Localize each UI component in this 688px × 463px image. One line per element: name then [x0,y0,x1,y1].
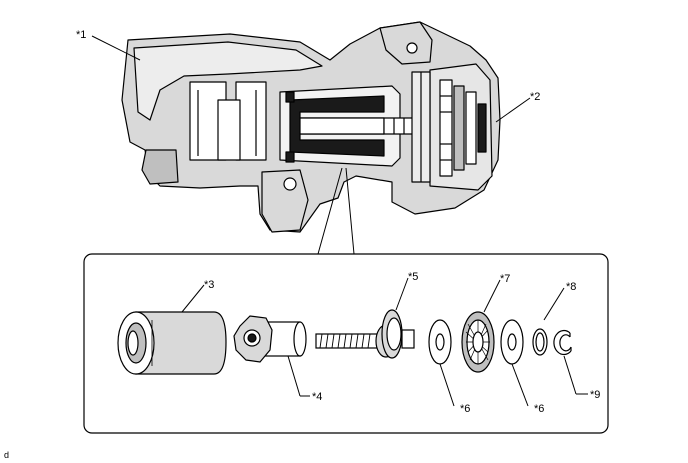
caliper-face [133,41,323,121]
callout-2: *2 [495,91,540,123]
o-ring-icon [532,328,548,356]
piston-thread [299,117,385,135]
callout-1-label: *1 [76,29,86,41]
callout-3: *3 [181,279,214,313]
callout-4-label: *4 [312,391,322,403]
gear-stack [439,79,487,177]
callout-7-label: *7 [500,273,510,285]
pad-right [235,81,267,161]
callout-6a: *6 [439,363,470,415]
callout-4: *4 [287,355,322,403]
callout-1: *1 [76,29,141,61]
detail-leader [317,167,355,255]
caliper-claw [141,149,179,185]
callout-9: *9 [563,355,600,401]
callout-9-label: *9 [590,389,600,401]
screw-shaft-icon [315,309,415,359]
thrust-washer-icon [500,319,524,365]
mount-bracket [261,169,309,233]
thrust-washer-icon [428,319,452,365]
nut-spindle-icon [233,315,307,363]
disc-slot [217,99,241,161]
caliper-assembly [121,21,501,233]
snap-ring-icon [553,329,572,356]
callout-5-label: *5 [408,271,418,283]
callout-2-label: *2 [530,91,540,103]
callout-5: *5 [395,271,418,311]
needle-bearing-icon [461,311,495,373]
callout-6b-label: *6 [534,403,544,415]
callout-8-label: *8 [566,281,576,293]
piston-icon [117,311,227,375]
upper-bracket [379,21,433,65]
figure-id-mark: d [4,450,9,460]
callout-6b: *6 [511,363,544,415]
callout-3-label: *3 [204,279,214,291]
callout-7: *7 [483,273,510,313]
callout-8: *8 [543,281,576,321]
callout-6a-label: *6 [460,403,470,415]
